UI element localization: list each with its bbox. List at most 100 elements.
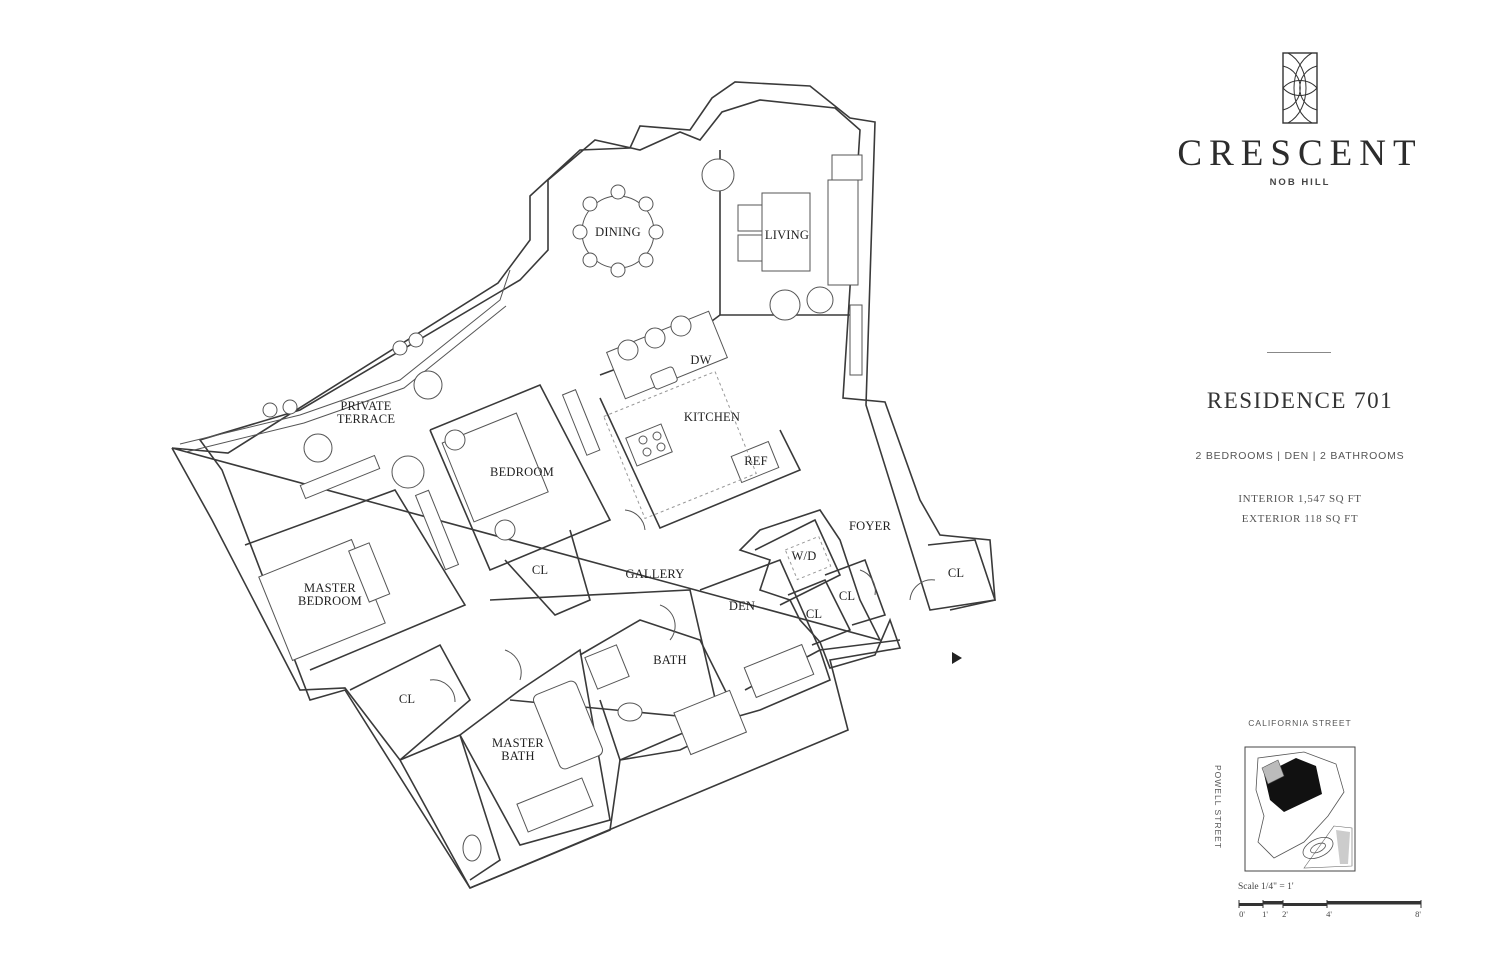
terrace-bench [299,454,381,500]
scale-tick: 4' [1326,909,1332,919]
sink-icon [650,366,678,390]
door-swing [859,569,876,596]
room-cl-den: CL [806,607,822,621]
wall-cl-den [787,578,852,646]
room-master-bath-2: BATH [501,749,534,763]
door-swing [909,579,936,601]
residence-area: INTERIOR 1,547 SQ FT EXTERIOR 118 SQ FT [1150,489,1450,529]
lounge-chair [391,455,425,489]
room-cl-foyer: CL [839,589,855,603]
vanity [516,777,594,833]
media-cabinet [849,304,863,376]
terrace-rail-inner [185,305,507,453]
street-california: CALIFORNIA STREET [1248,718,1352,728]
scale-bar [1238,900,1422,908]
room-living: LIVING [765,228,809,242]
wall-cl-entry [927,539,997,611]
bath-vanity [584,644,630,690]
exterior-area: EXTERIOR 118 SQ FT [1241,513,1359,525]
coffee-table [761,192,811,272]
room-bath: BATH [653,653,686,667]
lounge-chair [769,289,801,321]
wall-wc [399,733,501,881]
room-cl-master: CL [399,692,415,706]
exterior-wall [171,81,996,889]
door-swing [504,649,522,681]
side-chair [737,234,763,262]
room-kitchen: KITCHEN [684,410,740,424]
residence-title: RESIDENCE 701 [1206,388,1394,413]
console [831,154,863,181]
scale-legend: Scale 1/4" = 1' 0' 1' 2' 4' 8' [1235,882,1435,922]
bench [348,542,391,603]
room-dining: DINING [595,225,641,239]
residence-summary: 2 BEDROOMS | DEN | 2 BATHROOMS [1195,450,1405,462]
bar-stool [644,327,666,349]
divider [1267,352,1331,353]
bathtub [533,680,603,770]
room-gallery: GALLERY [625,567,684,581]
site-map [1244,746,1356,872]
wall-gallery [489,589,722,721]
interior-area: INTERIOR 1,547 SQ FT [1238,493,1362,505]
brand-location: NOB HILL [1269,177,1331,188]
wall-living [719,150,855,316]
room-cl-entry: CL [948,566,964,580]
wall-kitchen-2 [599,397,802,530]
room-foyer: FOYER [849,519,891,533]
room-wd: W/D [792,549,817,563]
room-master-bedroom-1: MASTER [304,581,356,595]
room-den: DEN [729,599,755,613]
crescent-monogram-icon [1282,52,1318,124]
entry-arrow-icon [952,652,962,664]
scale-tick: 2' [1282,909,1288,919]
room-ref: REF [744,454,768,468]
terrace-rail [179,269,511,445]
envelope-west [171,447,471,889]
room-master-bath-1: MASTER [492,736,544,750]
brand-block: CRESCENT NOB HILL [1150,52,1450,188]
wardrobe [561,389,601,456]
planter [303,433,333,463]
room-master-bedroom-2: BEDROOM [298,594,362,608]
desk [743,643,815,699]
street-powell: POWELL STREET [1213,764,1223,849]
wall-bedroom [429,383,612,572]
cooktop-icon [625,423,673,467]
wall-bedroom-cl [504,529,591,616]
wall-wd [754,518,842,606]
scale-tick: 1' [1262,909,1268,919]
room-bedroom: BEDROOM [490,465,554,479]
scale-label: Scale 1/4" = 1' [1238,882,1294,892]
toilet [462,834,482,862]
floor-plan: DINING LIVING DW KITCHEN REF PRIVATE TER… [171,81,997,889]
bar-stool [670,315,692,337]
site-plan: CALIFORNIA STREET POWELL STREET [1210,718,1390,878]
scale-tick: 8' [1415,909,1421,919]
room-private-terrace-1: PRIVATE [340,399,391,413]
planter [413,370,443,400]
envelope-south [469,639,901,889]
scale-tick: 0' [1239,909,1245,919]
kitchen-work-zone [603,370,757,520]
washer-dryer [784,535,832,581]
sofa [827,179,859,286]
refrigerator [730,440,780,484]
bar-stool [617,339,639,361]
door-swing [429,679,456,703]
room-private-terrace-2: TERRACE [337,412,396,426]
toilet [617,702,643,722]
lounge-chair [701,158,735,192]
shower [673,689,748,756]
room-dw: DW [690,353,711,367]
side-table [806,286,834,314]
wall-master [244,489,467,671]
door-swing [624,509,646,531]
wall-master-cl [349,643,472,761]
dresser [414,489,460,571]
door-swing [659,604,676,641]
brand-name: CRESCENT [1177,133,1423,174]
side-chair [737,204,763,232]
bed [441,412,549,523]
room-cl-bedroom: CL [532,563,548,577]
